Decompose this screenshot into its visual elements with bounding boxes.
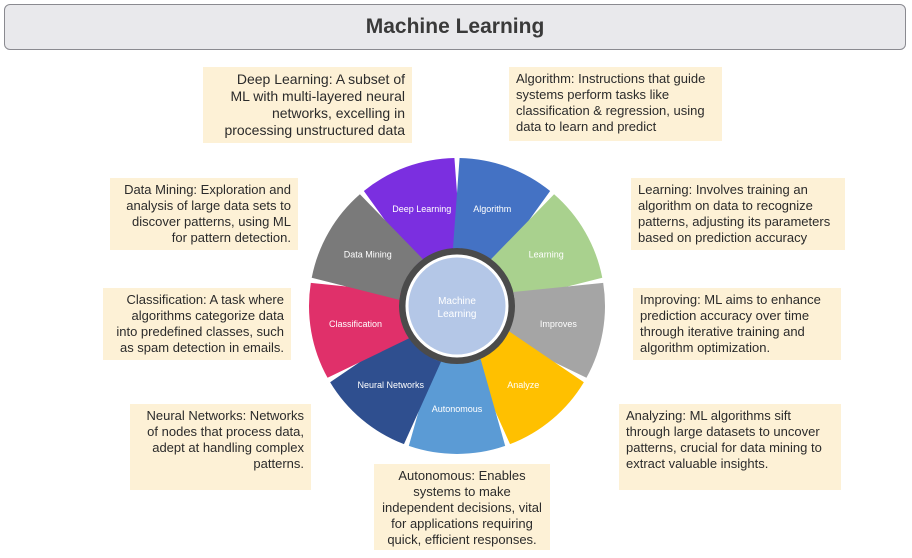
note-line: adept at handling complex xyxy=(152,440,304,455)
center-hub xyxy=(405,254,509,358)
note-autonomous: Autonomous: Enables systems to make inde… xyxy=(374,464,550,550)
note-line: Classification: A task where xyxy=(126,292,284,307)
petal-data-mining xyxy=(311,194,423,300)
page-title: Machine Learning xyxy=(365,15,545,38)
note-line: for pattern detection. xyxy=(171,230,291,245)
note-line: algorithm on data to recognize xyxy=(638,198,813,213)
note-line: independent decisions, vital xyxy=(382,500,542,515)
note-line: analysis of large data sets to xyxy=(126,198,291,213)
note-line: networks, excelling in xyxy=(271,105,405,121)
note-line: quick, efficient responses. xyxy=(387,532,537,547)
petal-analyze xyxy=(472,331,584,445)
note-line: Data Mining: Exploration and xyxy=(124,182,291,197)
note-line: ML with multi-layered neural xyxy=(230,88,405,104)
note-analyzing: Analyzing: ML algorithms sift through la… xyxy=(619,404,841,490)
petal-autonomous xyxy=(408,358,506,454)
petal-label-neural-networks: Neural Networks xyxy=(358,380,425,390)
petal-label-autonomous: Autonomous xyxy=(432,404,483,414)
note-line: Algorithm: Instructions that guide xyxy=(516,71,706,86)
note-learning: Learning: Involves training an algorithm… xyxy=(631,178,845,250)
petal-layer xyxy=(309,158,605,454)
note-line: for applications requiring xyxy=(391,516,533,531)
center-label-line-2: Learning xyxy=(438,309,477,320)
petal-label-analyze: Analyze xyxy=(507,380,539,390)
center-label-line-1: Machine xyxy=(438,296,476,307)
title-bar: Machine Learning xyxy=(4,4,906,50)
note-line: through large datasets to uncover xyxy=(626,424,820,439)
note-line: patterns. xyxy=(253,456,304,471)
petal-algorithm xyxy=(452,158,551,265)
note-line: Neural Networks: Networks xyxy=(146,408,305,423)
note-line: systems to make xyxy=(413,484,511,499)
note-line: into predefined classes, such xyxy=(116,324,284,339)
note-line: extract valuable insights. xyxy=(626,456,769,471)
petal-classification xyxy=(309,282,409,378)
petal-label-algorithm: Algorithm xyxy=(473,204,511,214)
petal-label-learning: Learning xyxy=(529,250,564,260)
petal-label-layer: Deep Learning AlgorithmLearningImprovesAn… xyxy=(329,204,577,414)
petal-label-data-mining: Data Mining xyxy=(344,250,392,260)
note-line: prediction accuracy over time xyxy=(640,308,810,323)
note-algorithm: Algorithm: Instructions that guide syste… xyxy=(509,67,722,141)
petal-label-classification: Classification xyxy=(329,319,382,329)
petal-neural-networks xyxy=(330,331,442,445)
note-line: Deep Learning: A subset of xyxy=(236,71,405,87)
note-line: algorithms categorize data xyxy=(131,308,284,323)
note-line: based on prediction accuracy xyxy=(638,230,808,245)
note-line: patterns, crucial for data mining to xyxy=(626,440,822,455)
note-line: processing unstructured data xyxy=(224,122,405,138)
note-line: classification & regression, using xyxy=(516,103,705,118)
note-classification: Classification: A task where algorithms … xyxy=(103,288,291,360)
note-line: patterns, adjusting its parameters xyxy=(638,214,831,229)
note-line: Analyzing: ML algorithms sift xyxy=(626,408,791,423)
note-line: data to learn and predict xyxy=(516,119,657,134)
note-line: Improving: ML aims to enhance xyxy=(640,292,821,307)
petal-improves xyxy=(505,282,605,378)
note-line: of nodes that process data, xyxy=(147,424,304,439)
note-line: through iterative training and xyxy=(640,324,805,339)
note-line: as spam detection in emails. xyxy=(119,340,284,355)
note-neural-networks: Neural Networks: Networks of nodes that … xyxy=(130,404,311,490)
note-line: algorithm optimization. xyxy=(640,340,771,355)
petal-learning xyxy=(491,194,603,300)
note-line: discover patterns, using ML xyxy=(132,214,291,229)
note-line: systems perform tasks like xyxy=(516,87,670,102)
note-deep-learning: Deep Learning: A subset of ML with multi… xyxy=(203,67,412,143)
petal-label-deep-learning: Deep Learning xyxy=(392,204,451,214)
note-improving: Improving: ML aims to enhance prediction… xyxy=(633,288,841,360)
petal-deep-learning xyxy=(363,158,462,265)
note-line: Learning: Involves training an xyxy=(638,182,808,197)
petal-label-improves: Improves xyxy=(540,319,578,329)
note-data-mining: Data Mining: Exploration and analysis of… xyxy=(110,178,298,250)
note-line: Autonomous: Enables xyxy=(398,468,526,483)
